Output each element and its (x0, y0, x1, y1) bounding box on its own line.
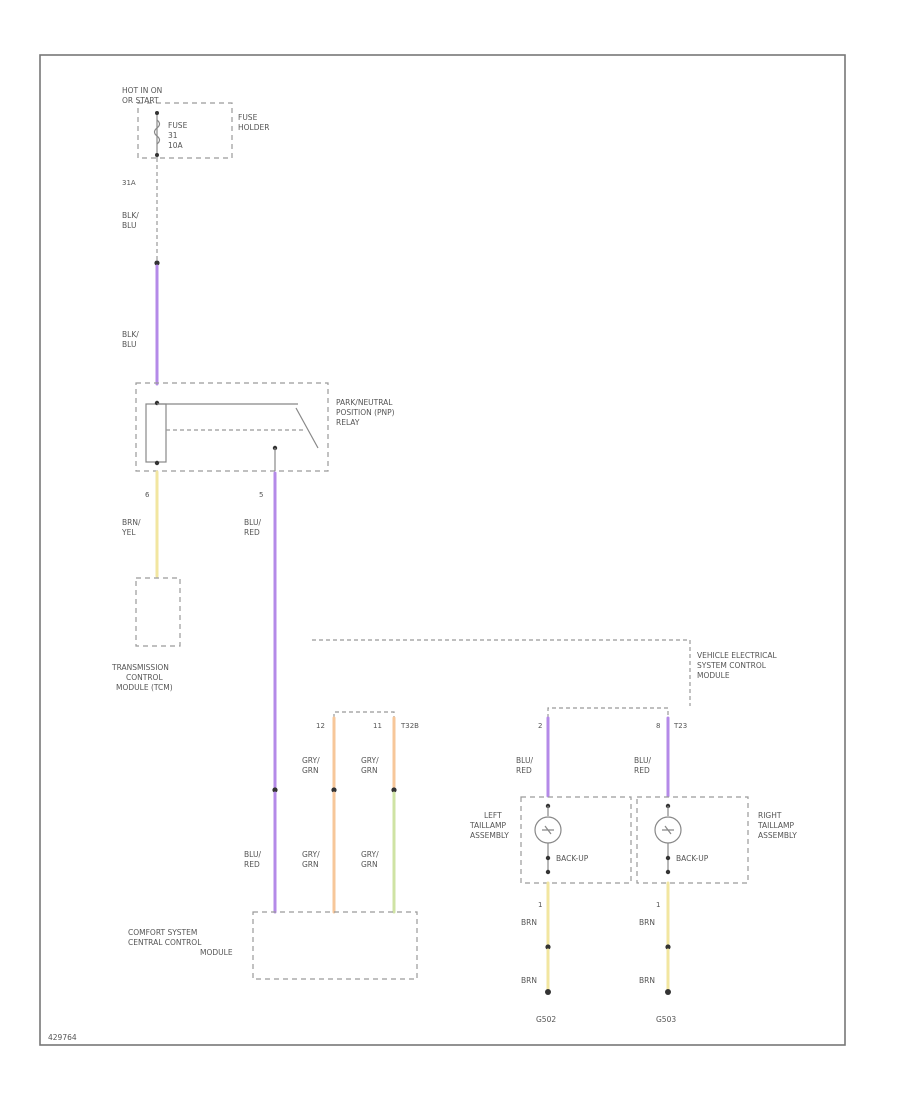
wire-color-gry-grn-3a: GRY/ (302, 850, 320, 859)
right-backup-label: BACK-UP (676, 854, 709, 863)
or-start-label: OR START (122, 96, 159, 105)
wire-color-blu-red-3a: BLU/ (634, 756, 651, 765)
t23-label: T23 (673, 722, 687, 730)
left-bulb-filament (542, 825, 554, 835)
left-taillamp-box (520, 796, 632, 884)
left-taillamp-label-2: TAILLAMP (469, 821, 506, 830)
pin-1-left: 1 (538, 901, 542, 909)
wire-color-brn-2: BRN (639, 918, 655, 927)
pin-5: 5 (259, 491, 263, 499)
right-taillamp-label-1: RIGHT (758, 811, 782, 820)
vesc-label-3: MODULE (697, 671, 730, 680)
left-taillamp-label-1: LEFT (484, 811, 502, 820)
relay-coil (145, 403, 167, 463)
hot-in-on-label: HOT IN ON (122, 86, 162, 95)
wire-color-brn-3: BRN (521, 976, 537, 985)
wire-color-blk-blu-2b: BLU (122, 340, 136, 349)
wire-color-gry-grn-3b: GRN (302, 860, 319, 869)
ground-g502-icon (545, 989, 551, 995)
ground-g503-label: G503 (656, 1015, 676, 1024)
ccm-label-3: MODULE (200, 948, 233, 957)
t32b-label: T32B (400, 722, 419, 730)
right-taillamp-box (636, 796, 749, 884)
wire-color-gry-grn-4b: GRN (361, 860, 378, 869)
wire-color-blu-red-4b: RED (244, 860, 260, 869)
splice-connector-5 (545, 944, 551, 950)
wire-color-brn-4: BRN (639, 976, 655, 985)
ccm-box (252, 911, 418, 980)
pin-8: 8 (656, 722, 660, 730)
pin-11: 11 (373, 722, 382, 730)
splice-connector-3 (331, 787, 337, 793)
wire-color-blu-red-1a: BLU/ (244, 518, 261, 527)
ground-g503-icon (665, 989, 671, 995)
wire-color-blu-red-3b: RED (634, 766, 650, 775)
wire-color-blk-blu-1b: BLU (122, 221, 136, 230)
pin-2: 2 (538, 722, 542, 730)
relay-label-3: RELAY (336, 418, 360, 427)
right-taillamp-label-2: TAILLAMP (757, 821, 794, 830)
fuse-number: 31 (168, 131, 178, 140)
relay-label-2: POSITION (PNP) (336, 408, 395, 417)
left-lamp-terminal-mid (545, 855, 551, 861)
ground-g502-label: G502 (536, 1015, 556, 1024)
pin-6: 6 (145, 491, 150, 499)
fuse-label: FUSE (168, 121, 188, 130)
wire-color-gry-grn-4a: GRY/ (361, 850, 379, 859)
wire-color-blu-red-1b: RED (244, 528, 260, 537)
pnp-relay-box (135, 382, 329, 472)
left-taillamp-label-3: ASSEMBLY (470, 831, 509, 840)
wire-color-blk-blu-2a: BLK/ (122, 330, 139, 339)
pin-1-right: 1 (656, 901, 660, 909)
vesc-label-2: SYSTEM CONTROL (697, 661, 767, 670)
vesc-label-1: VEHICLE ELECTRICAL (697, 651, 778, 660)
t32b-connector (333, 711, 395, 718)
wire-color-brn-1: BRN (521, 918, 537, 927)
wire-color-brn-yel-b: YEL (121, 528, 136, 537)
splice-connector-6 (665, 944, 671, 950)
wire-color-blu-red-2b: RED (516, 766, 532, 775)
diagram-id: 429764 (48, 1033, 77, 1042)
wire-color-brn-yel-a: BRN/ (122, 518, 141, 527)
wire-color-blk-blu-1a: BLK/ (122, 211, 139, 220)
tcm-label-1: TRANSMISSION (111, 663, 169, 672)
fuse-amperage: 10A (168, 141, 184, 150)
relay-terminal-coil (154, 460, 160, 466)
wire-color-gry-grn-2a: GRY/ (361, 756, 379, 765)
tcm-label-3: MODULE (TCM) (116, 683, 173, 692)
fuse-terminal-bottom (155, 153, 159, 157)
tcm-box (135, 577, 181, 647)
fuse-holder-label-1: FUSE (238, 113, 258, 122)
ccm-label-1: COMFORT SYSTEM (128, 928, 197, 937)
left-backup-label: BACK-UP (556, 854, 589, 863)
splice-connector-1 (154, 260, 160, 266)
ccm-label-2: CENTRAL CONTROL (128, 938, 202, 947)
tcm-label-2: CONTROL (126, 673, 163, 682)
right-lamp-terminal-mid (665, 855, 671, 861)
relay-switch-arm (295, 407, 319, 449)
wire-color-gry-grn-1a: GRY/ (302, 756, 320, 765)
splice-connector-4 (391, 787, 397, 793)
fuse-holder-label-2: HOLDER (238, 123, 269, 132)
splice-connector-2 (272, 787, 278, 793)
wire-color-gry-grn-2b: GRN (361, 766, 378, 775)
pin-12: 12 (316, 722, 325, 730)
fuse-symbol (153, 119, 161, 145)
fuse-terminal-top (155, 111, 159, 115)
wire-color-blu-red-4a: BLU/ (244, 850, 261, 859)
fuse-holder-box (137, 102, 233, 159)
right-bulb-filament (662, 825, 674, 835)
diagram-frame (39, 54, 846, 1046)
right-lamp-terminal-bottom (665, 869, 671, 875)
wire-color-blu-red-2a: BLU/ (516, 756, 533, 765)
relay-label-1: PARK/NEUTRAL (336, 398, 393, 407)
right-taillamp-label-3: ASSEMBLY (758, 831, 797, 840)
vesc-module-outline (312, 639, 691, 706)
wire-color-gry-grn-1b: GRN (302, 766, 319, 775)
t23-connector (547, 707, 669, 718)
pin-31a: 31A (122, 179, 136, 187)
left-lamp-terminal-bottom (545, 869, 551, 875)
